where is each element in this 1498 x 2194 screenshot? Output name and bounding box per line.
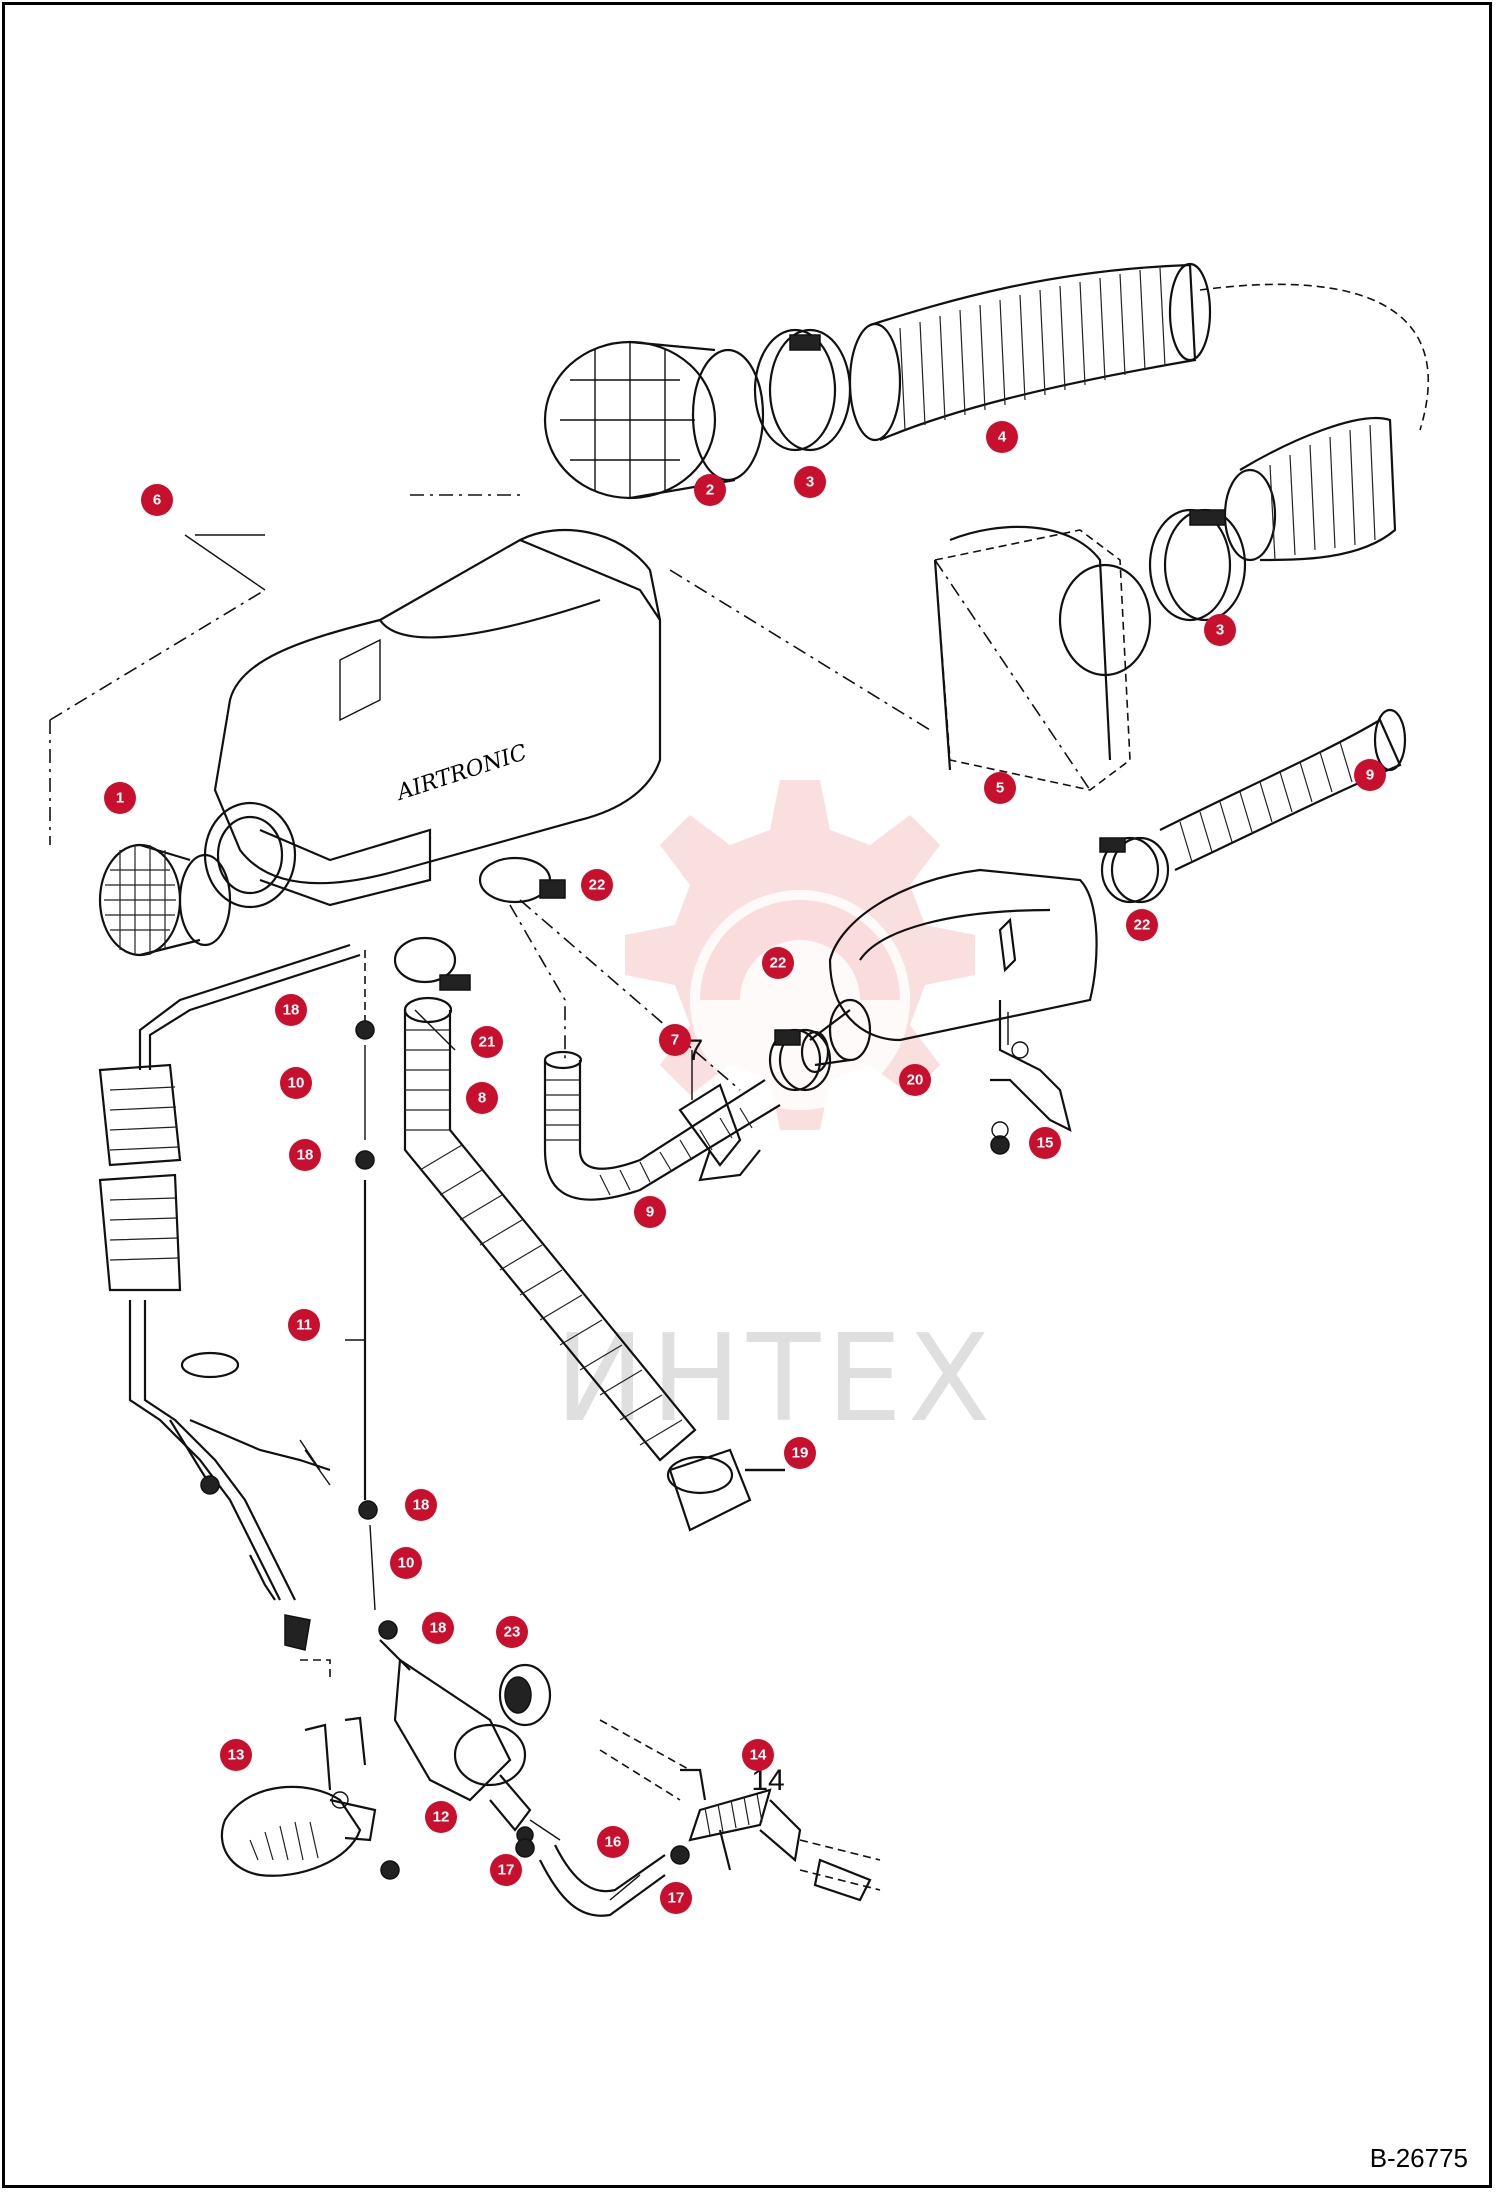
svg-text:21: 21 [479,1034,496,1051]
fuel-metering-pump [379,1639,561,1844]
callout-13[interactable]: 13 [220,1739,252,1771]
svg-text:8: 8 [478,1090,486,1107]
callout-18-c[interactable]: 18 [405,1489,437,1521]
svg-text:1: 1 [116,790,124,807]
svg-text:10: 10 [398,1555,415,1572]
exhaust-silencer [800,868,1098,1155]
svg-text:9: 9 [646,1204,654,1221]
callout-14[interactable]: 14 [742,1739,774,1771]
svg-text:15: 15 [1037,1135,1054,1152]
callout-4[interactable]: 4 [986,421,1018,453]
callout-22-top[interactable]: 22 [581,869,613,901]
callout-markers: 1 2 3 3 4 5 6 7 8 9 9 10 10 11 12 13 14 … [104,421,1386,1914]
svg-text:13: 13 [228,1747,245,1764]
pump-mounting-bracket [220,1716,400,1880]
callout-21[interactable]: 21 [471,1026,503,1058]
svg-text:18: 18 [297,1147,314,1164]
callout-3-right[interactable]: 3 [1204,614,1236,646]
svg-text:19: 19 [792,1445,809,1462]
svg-text:23: 23 [504,1624,521,1641]
callout-19[interactable]: 19 [784,1437,816,1469]
flexible-exhaust-pipe-right [1159,708,1407,871]
callout-5[interactable]: 5 [984,772,1016,804]
wiring-harness [98,943,361,1680]
svg-text:18: 18 [413,1497,430,1514]
callout-23[interactable]: 23 [496,1616,528,1648]
svg-text:5: 5 [996,780,1004,797]
svg-text:14: 14 [750,1747,767,1764]
hose-clamp-muffler-right [1099,836,1170,904]
svg-text:22: 22 [770,955,787,972]
flexible-exhaust-pipe-bent [543,1050,781,1201]
svg-text:18: 18 [430,1620,447,1637]
callout-10-lower[interactable]: 10 [390,1547,422,1579]
callout-11[interactable]: 11 [288,1309,320,1341]
callout-20[interactable]: 20 [899,1064,931,1096]
callout-6[interactable]: 6 [141,484,173,516]
callout-3-top[interactable]: 3 [794,466,826,498]
fuel-hose [515,1838,690,1917]
svg-text:4: 4 [998,429,1007,446]
flexible-air-duct-top [848,262,1430,442]
svg-text:22: 22 [589,877,606,894]
svg-text:17: 17 [498,1862,515,1879]
callout-22-mid[interactable]: 22 [762,947,794,979]
svg-text:17: 17 [668,1890,685,1907]
flexible-exhaust-pipe-long [403,996,697,1462]
flexible-air-duct-right [1223,416,1397,562]
hose-clamp-exhaust-upper [364,856,741,1091]
callout-2[interactable]: 2 [694,474,726,506]
drawing-reference-code: B-26775 [1369,2143,1468,2173]
svg-text:2: 2 [706,482,714,499]
intake-screen [98,801,297,957]
svg-text:22: 22 [1134,917,1151,934]
callout-16[interactable]: 16 [597,1826,629,1858]
callout-9-bent[interactable]: 9 [634,1196,666,1228]
air-outlet-grille [543,340,765,500]
callout-18-b[interactable]: 18 [289,1139,321,1171]
svg-text:18: 18 [283,1002,300,1019]
callout-15[interactable]: 15 [1029,1127,1061,1159]
fuel-line-assembly [355,1020,398,1640]
callout-8[interactable]: 8 [466,1082,498,1114]
svg-text:10: 10 [288,1075,305,1092]
svg-text:7: 7 [671,1032,679,1049]
svg-text:3: 3 [1216,622,1224,639]
callout-22-right[interactable]: 22 [1126,909,1158,941]
callout-17-left[interactable]: 17 [490,1854,522,1886]
hose-clamp-right [1148,508,1247,622]
svg-text:11: 11 [296,1317,312,1334]
svg-text:12: 12 [433,1809,450,1826]
svg-text:3: 3 [806,474,814,491]
callout-10-upper[interactable]: 10 [280,1067,312,1099]
air-intake-hood [933,525,1152,791]
leader-lines [195,534,1009,1901]
hose-clamp-muffler-left [768,1028,832,1092]
callout-7[interactable]: 7 [659,1024,691,1056]
svg-text:16: 16 [605,1834,622,1851]
rubber-grommet [498,1663,552,1727]
callout-18-a[interactable]: 18 [275,994,307,1026]
callout-12[interactable]: 12 [425,1801,457,1833]
watermark-text: ИНТЕХ [555,1310,996,1449]
fuel-tee-connector [599,1719,881,1902]
callout-17-right[interactable]: 17 [660,1882,692,1914]
callout-9-right[interactable]: 9 [1354,759,1386,791]
svg-text:6: 6 [153,492,161,509]
heater-brand-label: AIRTRONIC [392,740,530,806]
exhaust-end-sleeve [666,1448,785,1532]
callout-1[interactable]: 1 [104,782,136,814]
svg-text:9: 9 [1366,767,1374,784]
svg-text:20: 20 [907,1072,924,1089]
callout-18-d[interactable]: 18 [422,1612,454,1644]
hose-clamp-top [753,328,852,452]
